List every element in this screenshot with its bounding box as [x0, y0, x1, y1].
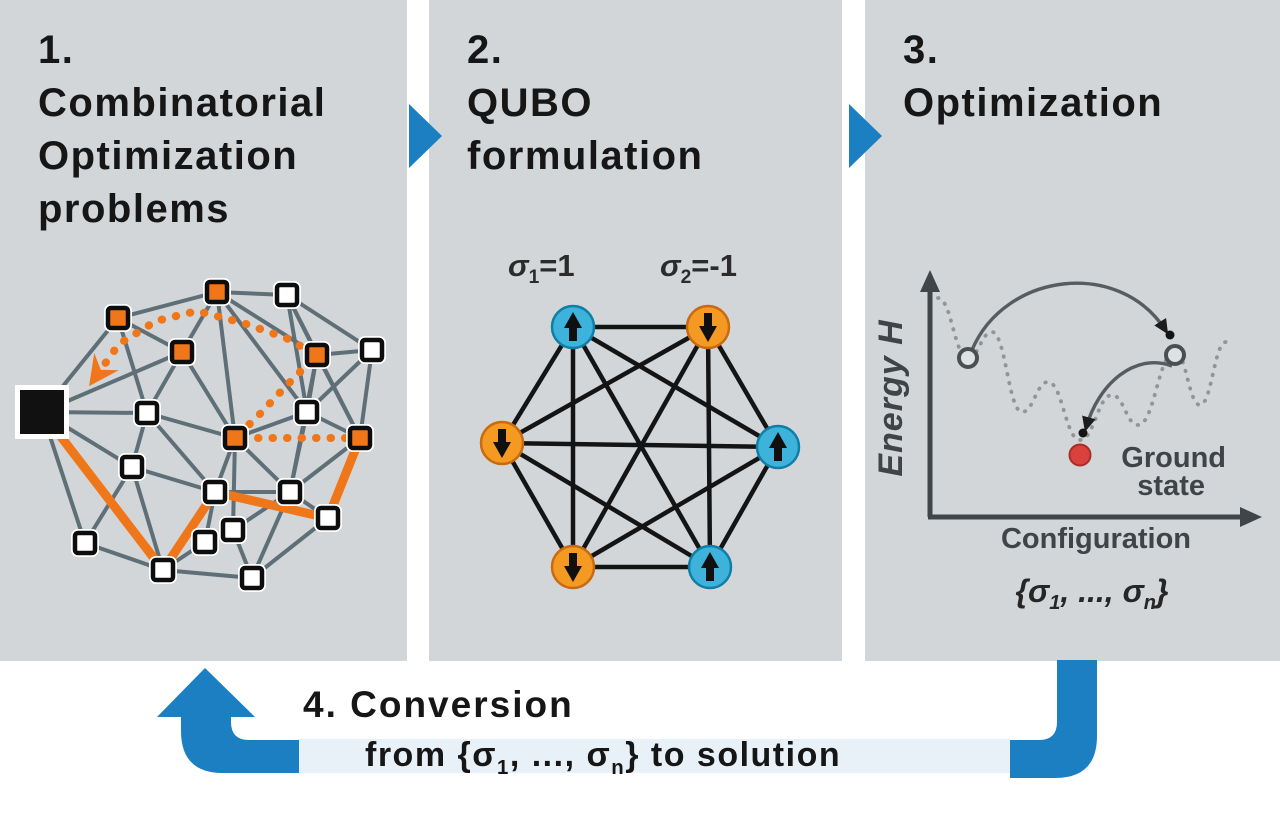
step4-highlight-band [297, 739, 1010, 773]
panel-1-title: 1. Combinatorial Optimization problems [38, 24, 326, 236]
x-axis-label: Configuration [1001, 523, 1191, 555]
panel-3-number: 3. [903, 28, 940, 72]
configuration-set-label: {σ1, ..., σn} [1016, 573, 1169, 614]
combinatorial-graph-figure [15, 278, 386, 592]
panel-2-title-line: formulation [467, 134, 704, 178]
ground-state-label: state [1137, 470, 1205, 502]
step4-label-line1: 4. Conversion [303, 684, 574, 725]
panel-1-title-line: problems [38, 187, 231, 231]
panel-optimization: 3. Optimization [865, 0, 1280, 661]
panel-qubo: 2. QUBO formulation [429, 0, 842, 661]
panel-2-number: 2. [467, 28, 504, 72]
panel-1-title-line: Combinatorial [38, 81, 327, 125]
loop-up-arrow-icon [157, 668, 299, 773]
loop-down-elbow-icon [1010, 660, 1097, 778]
panel-1-number: 1. [38, 28, 75, 72]
step2-to-step3-arrow-icon [849, 104, 882, 168]
spin-label-sigma2: σ2=-1 [660, 248, 737, 289]
panel-2-title-line: QUBO [467, 81, 593, 125]
panel-1-title-line: Optimization [38, 134, 299, 178]
panel-3-title-line: Optimization [903, 81, 1164, 125]
step4-label-line2: from {σ1, ..., σn} to solution [365, 736, 842, 779]
panel-3-title: 3. Optimization [903, 24, 1163, 130]
energy-landscape-figure: Energy H Configuration Ground state {σ1,… [872, 270, 1262, 614]
qubo-spin-graph-figure [479, 304, 801, 590]
panel-2-title: 2. QUBO formulation [467, 24, 703, 183]
y-axis-label: Energy H [872, 319, 910, 477]
spin-label-sigma1: σ1=1 [508, 248, 575, 289]
ground-state-label: Ground [1121, 442, 1226, 474]
step1-to-step2-arrow-icon [409, 104, 442, 168]
